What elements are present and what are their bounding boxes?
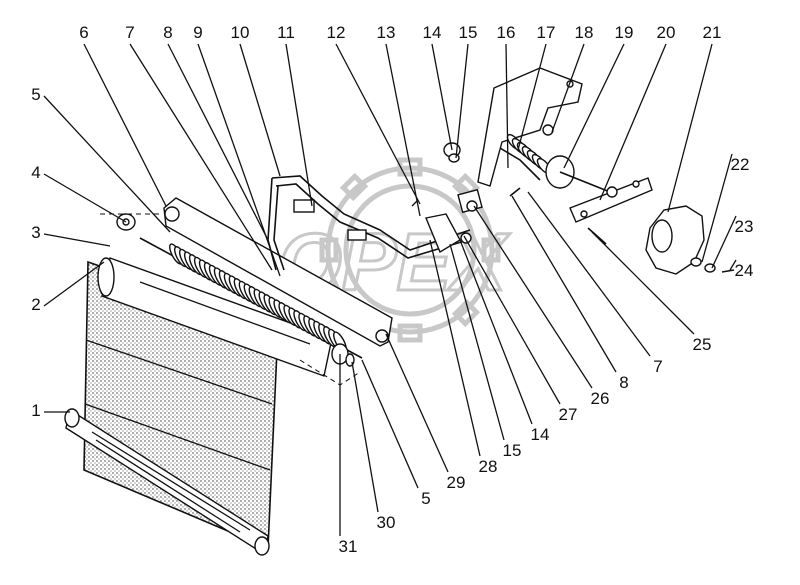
- callout-4: 4: [31, 163, 40, 182]
- leader-7: [527, 191, 651, 357]
- callout-1: 1: [31, 401, 40, 420]
- leader-22: [701, 153, 733, 263]
- callout-25: 25: [693, 335, 712, 354]
- leader-5: [361, 359, 419, 489]
- callout-6: 6: [79, 23, 88, 42]
- callout-28: 28: [479, 457, 498, 476]
- callout-31: 31: [339, 537, 358, 556]
- leader-12: [335, 43, 421, 205]
- callout-19: 19: [615, 23, 634, 42]
- callout-5: 5: [421, 489, 430, 508]
- leader-25: [591, 231, 695, 335]
- leader-9: [197, 43, 281, 277]
- leader-18: [551, 43, 585, 133]
- callout-3: 3: [31, 223, 40, 242]
- callout-17: 17: [537, 23, 556, 42]
- callout-15: 15: [503, 441, 522, 460]
- callout-26: 26: [591, 389, 610, 408]
- leader-7: [129, 43, 273, 271]
- leader-3: [43, 233, 111, 247]
- spring-assembly: [139, 237, 363, 367]
- leader-24: [729, 259, 737, 271]
- callout-24: 24: [735, 261, 754, 280]
- leader-11: [285, 43, 313, 207]
- callout-5: 5: [31, 85, 40, 104]
- callout-18: 18: [575, 23, 594, 42]
- leader-29: [385, 333, 449, 473]
- leader-4: [43, 173, 127, 223]
- leader-13: [385, 43, 421, 217]
- callout-10: 10: [231, 23, 250, 42]
- callout-11: 11: [277, 23, 295, 42]
- callout-2: 2: [31, 295, 40, 314]
- leader-17: [517, 43, 547, 151]
- callout-9: 9: [193, 23, 202, 42]
- callout-20: 20: [657, 23, 676, 42]
- callout-15: 15: [459, 23, 478, 42]
- callout-22: 22: [731, 155, 750, 174]
- leader-21: [667, 43, 713, 213]
- leader-15: [455, 43, 469, 159]
- bottom-bar: [64, 408, 270, 556]
- callout-12: 12: [327, 23, 346, 42]
- leader-lines: [43, 43, 737, 536]
- callout-14: 14: [531, 425, 550, 444]
- leader-20: [599, 43, 667, 201]
- callout-8: 8: [163, 23, 172, 42]
- upper-bracket: [443, 67, 653, 223]
- leader-10: [239, 43, 281, 177]
- leader-15: [449, 243, 505, 441]
- leader-16: [505, 43, 509, 169]
- callout-30: 30: [377, 513, 396, 532]
- callout-8: 8: [619, 373, 628, 392]
- leader-23: [711, 215, 737, 269]
- leader-30: [351, 361, 379, 513]
- callout-21: 21: [703, 23, 722, 42]
- callout-27: 27: [559, 405, 578, 424]
- leader-26: [473, 205, 593, 389]
- callout-16: 16: [497, 23, 516, 42]
- leader-28: [429, 239, 481, 457]
- callout-29: 29: [447, 473, 466, 492]
- callout-13: 13: [377, 23, 396, 42]
- control-rod: [267, 175, 471, 271]
- leader-2: [43, 261, 105, 307]
- callout-14: 14: [423, 23, 442, 42]
- callout-23: 23: [735, 217, 754, 236]
- knob: [645, 205, 705, 275]
- leader-14: [431, 43, 453, 151]
- leader-5: [43, 95, 171, 233]
- leader-6: [83, 43, 167, 207]
- roller-tube: [97, 257, 333, 377]
- leader-8: [511, 195, 617, 373]
- lever-bracket: [411, 188, 483, 254]
- leader-14: [459, 239, 533, 425]
- callout-7: 7: [653, 357, 662, 376]
- leader-19: [563, 43, 625, 169]
- leader-27: [463, 235, 561, 405]
- callout-7: 7: [125, 23, 134, 42]
- leader-8: [167, 43, 269, 241]
